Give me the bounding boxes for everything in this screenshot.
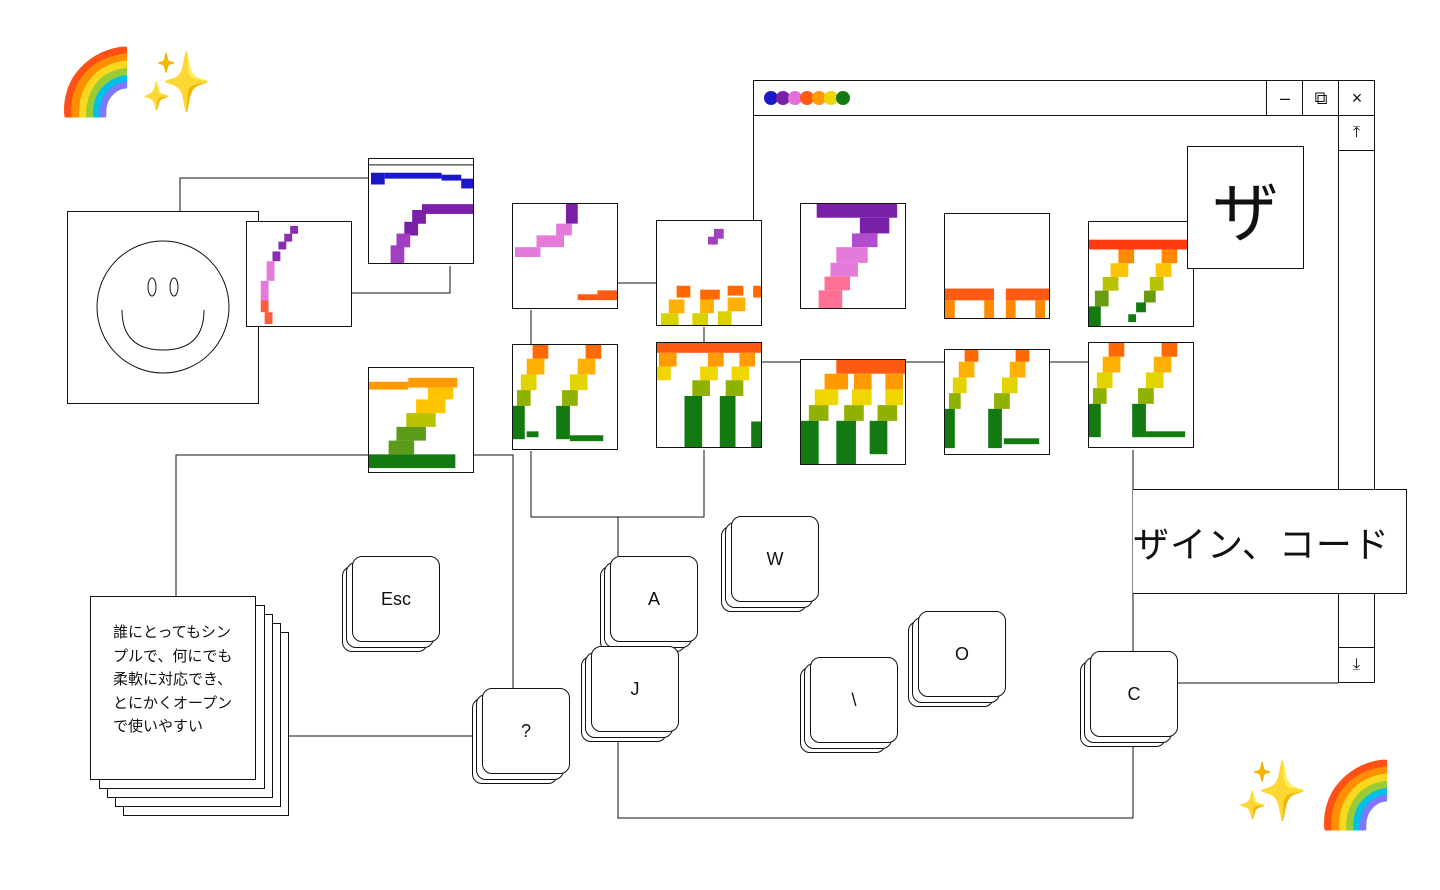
glyph-tile [800, 203, 906, 309]
glyph-tile [1088, 221, 1194, 327]
pixel-glyph-icon [514, 204, 617, 301]
glyph-tile [656, 342, 762, 448]
key-label: \ [810, 657, 898, 743]
rainbow-icon: 🌈 [56, 46, 136, 118]
key-a[interactable]: A [600, 556, 698, 654]
window-frame-edge [753, 115, 754, 225]
glyph-tile [944, 213, 1050, 319]
big-glyph-box: ザ [1187, 146, 1304, 269]
color-dot [776, 91, 790, 105]
color-dot [788, 91, 802, 105]
arrow-down-bar-icon: ⤓ [1352, 656, 1361, 673]
restore-icon: ⧉ [1314, 88, 1328, 108]
scroll-to-top-button[interactable]: ⤒ [1339, 116, 1374, 151]
slogan-text: ザイン、コード [1133, 524, 1390, 566]
glyph-tile [512, 344, 618, 450]
smiley-face-icon [96, 240, 230, 374]
key-j[interactable]: J [581, 646, 679, 744]
glyph-tile [368, 158, 474, 264]
minimize-button[interactable]: – [1266, 81, 1303, 115]
pixel-glyph-icon [660, 228, 761, 325]
restore-button[interactable]: ⧉ [1302, 81, 1339, 115]
key-o[interactable]: O [908, 611, 1006, 709]
minimize-icon: – [1279, 88, 1290, 108]
pixel-glyph-icon [369, 164, 473, 263]
close-button[interactable]: × [1338, 81, 1375, 115]
glyph-tile [800, 359, 906, 465]
pixel-glyph-icon [945, 288, 1049, 318]
pixel-glyph-icon [1089, 239, 1193, 326]
glyph-tile [1088, 342, 1194, 448]
paper-note-text: 誰にとってもシンプルで、何にでも柔軟に対応でき、とにかくオープンで使いやすい [113, 624, 233, 735]
slogan-box: ザイン、コード [1133, 489, 1407, 594]
window-titlebar[interactable]: – ⧉ × [753, 80, 1375, 116]
key-label: C [1090, 651, 1178, 737]
key-question[interactable]: ? [472, 688, 570, 786]
scroll-to-bottom-button[interactable]: ⤓ [1339, 647, 1374, 682]
glyph-tile [246, 221, 352, 327]
key-esc[interactable]: Esc [342, 556, 440, 654]
pixel-glyph-icon [513, 345, 604, 442]
glyph-tile [368, 367, 474, 473]
pixel-glyph-icon [657, 343, 761, 447]
pixel-glyph-icon [816, 204, 898, 308]
pixel-glyph-icon [801, 360, 905, 464]
color-dot [836, 91, 850, 105]
glyph-tile [656, 220, 762, 326]
window-color-dots [764, 91, 850, 105]
close-icon: × [1351, 88, 1363, 108]
color-dot [800, 91, 814, 105]
rainbow-icon: 🌈 [1316, 759, 1396, 831]
pixel-glyph-icon [260, 225, 299, 325]
pixel-glyph-icon [1089, 343, 1186, 438]
key-label: O [918, 611, 1006, 697]
arrow-up-bar-icon: ⤒ [1352, 124, 1361, 141]
key-label: W [731, 516, 819, 602]
smiley-box [67, 211, 259, 404]
color-dot [764, 91, 778, 105]
color-dot [812, 91, 826, 105]
big-glyph: ザ [1212, 174, 1279, 252]
key-w[interactable]: W [721, 516, 819, 614]
glyph-tile [944, 349, 1050, 455]
key-c[interactable]: C [1080, 651, 1178, 749]
pixel-glyph-icon [369, 377, 458, 469]
key-label: Esc [352, 556, 440, 642]
color-dot [824, 91, 838, 105]
pixel-glyph-icon [945, 350, 1040, 449]
glyph-tile [512, 203, 618, 309]
sparkles-icon: ✨ [140, 50, 213, 115]
paper-note: 誰にとってもシンプルで、何にでも柔軟に対応でき、とにかくオープンで使いやすい [90, 596, 256, 780]
sparkles-icon: ✨ [1236, 759, 1309, 824]
key-backslash[interactable]: \ [800, 657, 898, 755]
key-label: ? [482, 688, 570, 774]
key-label: J [591, 646, 679, 732]
key-label: A [610, 556, 698, 642]
vertical-scrollbar[interactable]: ⤒ ⤓ [1338, 115, 1375, 683]
